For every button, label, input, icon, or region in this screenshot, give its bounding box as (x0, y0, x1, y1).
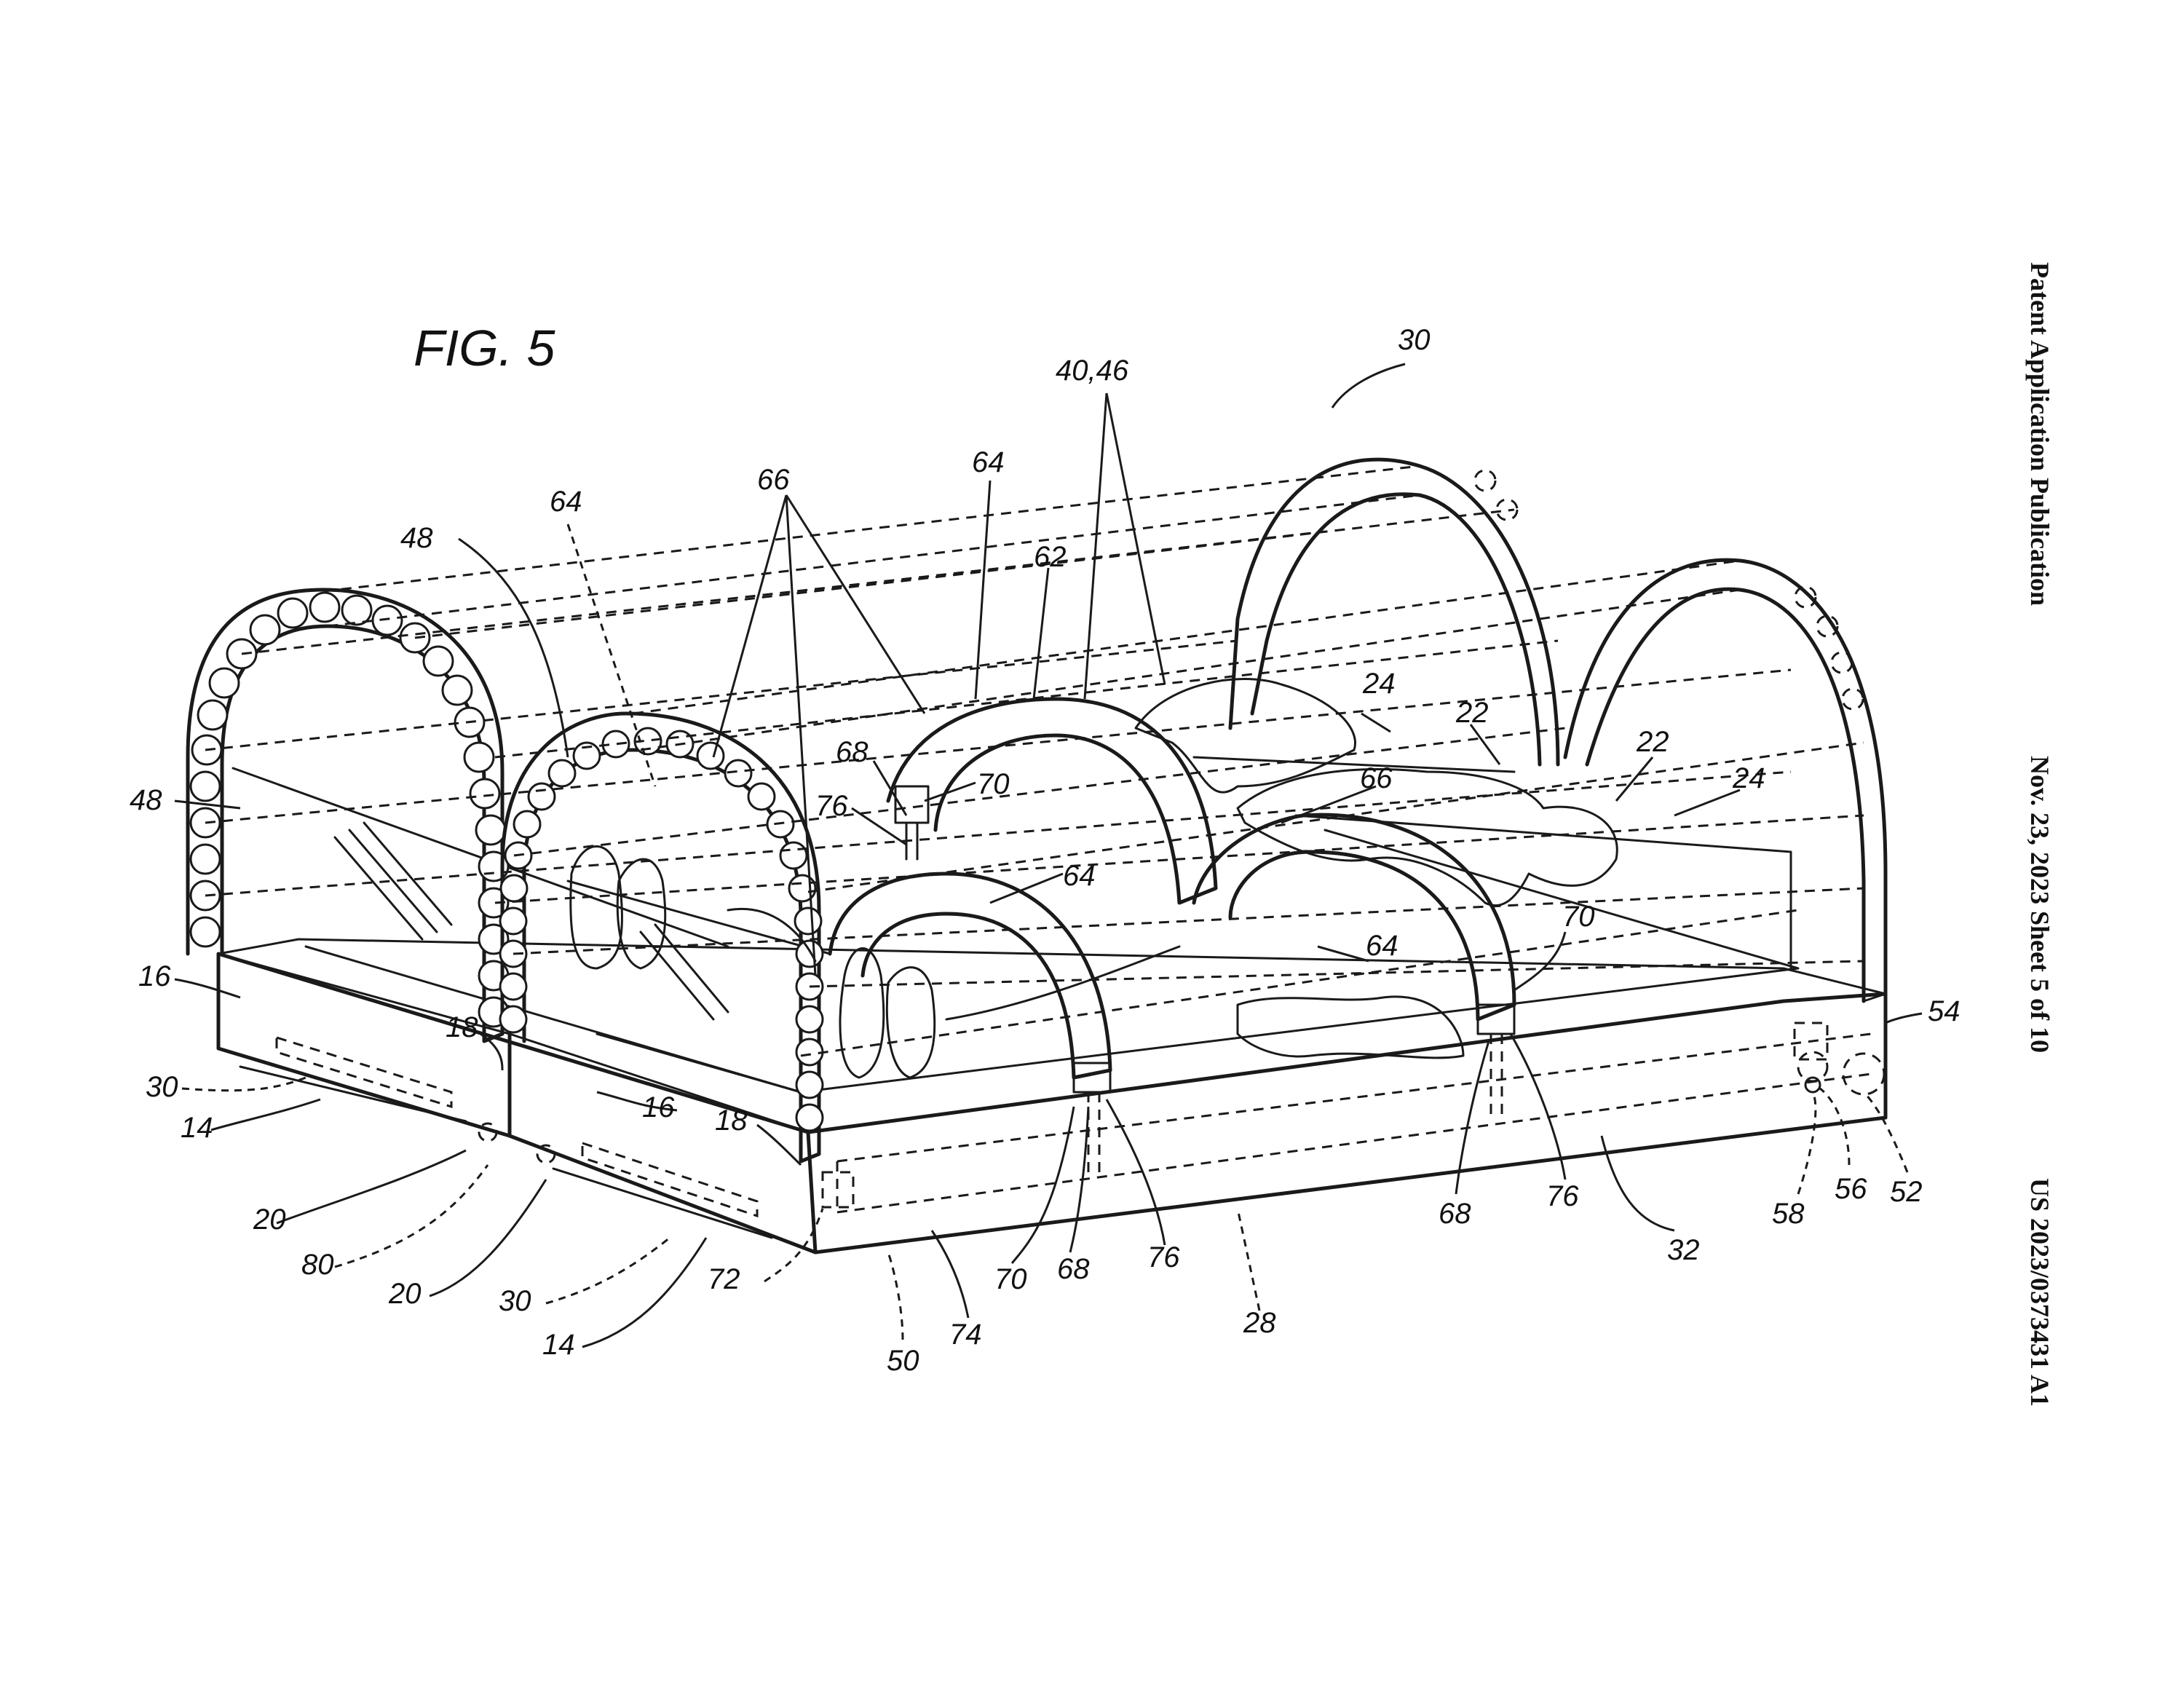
ref-76-right: 76 (1546, 1180, 1579, 1212)
ref-70-upper: 70 (977, 768, 1010, 800)
ref-48-left: 48 (130, 784, 162, 816)
ref-30-bottom: 30 (499, 1285, 531, 1317)
patent-header: Patent Application Publication Nov. 23, … (2025, 262, 2054, 1407)
ref-66-mid: 66 (1360, 762, 1393, 794)
leader-lines (174, 363, 1923, 1348)
ref-16-left: 16 (138, 960, 171, 992)
ref-76-upper: 76 (815, 790, 848, 822)
reference-numerals: 30 40,46 66 64 64 48 48 62 68 70 76 64 2… (130, 324, 1961, 1377)
ref-64-right: 64 (1366, 930, 1398, 962)
ref-74: 74 (949, 1319, 982, 1351)
center-arch-beads (499, 727, 824, 1132)
sleeping-floor (232, 756, 1800, 1094)
ref-62: 62 (1034, 541, 1067, 573)
ref-66-top: 66 (757, 464, 790, 496)
rear-tent-arches (1228, 457, 1888, 1003)
ref-22-top: 22 (1455, 697, 1489, 729)
occupant-figures (569, 678, 1618, 1079)
ref-14-left: 14 (181, 1112, 213, 1144)
ref-24-top: 24 (1362, 668, 1396, 700)
ref-30-top: 30 (1398, 324, 1431, 356)
ref-16-mid: 16 (642, 1091, 675, 1123)
ref-20-a: 20 (253, 1204, 286, 1236)
ref-30-left: 30 (146, 1071, 178, 1103)
ref-68-upper: 68 (836, 736, 869, 768)
ref-64-left: 64 (550, 486, 582, 518)
publication-date-sheet: Nov. 23, 2023 Sheet 5 of 10 (2025, 756, 2054, 1053)
ref-18-mid: 18 (715, 1105, 748, 1137)
support-frame-arches (828, 697, 1516, 1172)
base-platform (216, 938, 1888, 1255)
publication-title: Patent Application Publication (2025, 262, 2054, 606)
ref-70-right: 70 (1562, 901, 1595, 933)
ref-72: 72 (708, 1263, 740, 1295)
ref-68-low: 68 (1057, 1253, 1090, 1285)
ref-54: 54 (1928, 995, 1961, 1027)
longitudinal-tubes (205, 465, 1864, 1057)
left-arch-beads (189, 591, 510, 1028)
ref-64-mid: 64 (1063, 860, 1096, 892)
ref-28: 28 (1243, 1307, 1276, 1339)
ref-32: 32 (1667, 1234, 1700, 1266)
figure-title: FIG. 5 (414, 320, 556, 376)
ref-56: 56 (1835, 1173, 1867, 1205)
ref-22-right: 22 (1636, 726, 1669, 758)
ref-20-b: 20 (388, 1278, 422, 1310)
ref-24-right: 24 (1732, 762, 1765, 794)
ref-18-left: 18 (446, 1011, 478, 1043)
ref-14-bottom: 14 (542, 1329, 575, 1361)
left-tent-arch (186, 588, 510, 1043)
ref-52: 52 (1890, 1176, 1923, 1208)
ref-64-top: 64 (972, 446, 1005, 478)
window-hatching (333, 821, 729, 1021)
tent-assembly-drawing: 30 40,46 66 64 64 48 48 62 68 70 76 64 2… (130, 324, 1961, 1377)
ref-76-low: 76 (1147, 1241, 1180, 1273)
ref-80: 80 (301, 1249, 334, 1281)
ref-40-46: 40,46 (1056, 355, 1129, 387)
publication-number: US 2023/0373431 A1 (2025, 1178, 2054, 1407)
ref-50: 50 (887, 1345, 919, 1377)
ref-58: 58 (1772, 1198, 1805, 1230)
ref-68-right: 68 (1439, 1198, 1471, 1230)
ref-70-low: 70 (994, 1263, 1027, 1295)
ref-48-top: 48 (400, 522, 433, 554)
